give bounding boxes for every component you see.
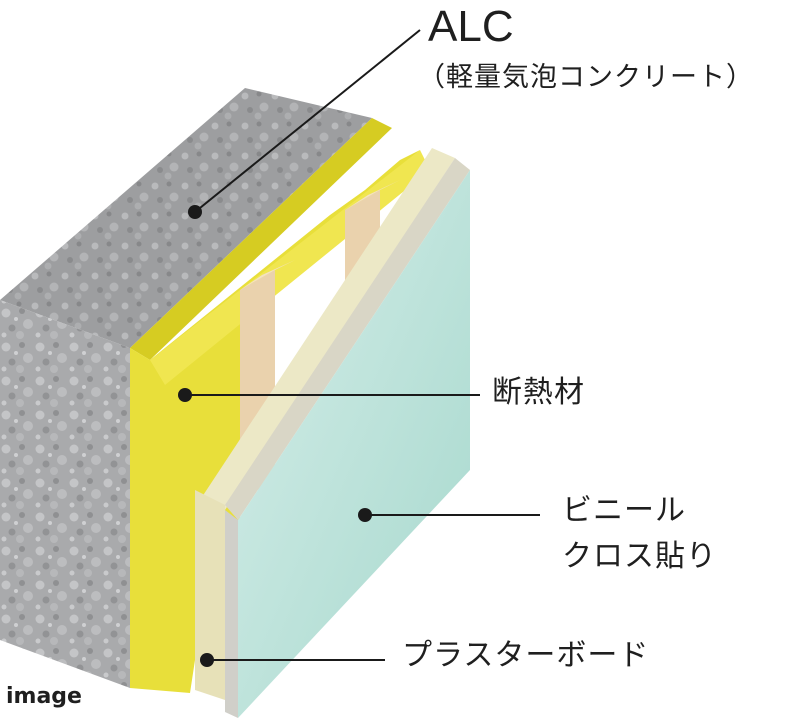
insulation-label: 断熱材 [492,375,585,410]
image-note: image [6,684,82,709]
plasterboard-edge [225,158,470,520]
leader-dot-vinyl [358,508,372,522]
vinyl-label-line2: クロス貼り [562,539,717,574]
insulation-top-edge [130,118,392,360]
leader-alc [194,29,421,213]
plasterboard-front [195,490,225,700]
leaders [178,29,540,667]
alc-block [0,88,372,688]
plasterboard-label: プラスターボード [402,638,650,673]
vinyl-label-line1: ビニール [562,493,686,528]
leader-dot-insulation [178,388,192,402]
plasterboard-layer [195,148,470,700]
alc-front-face [0,300,130,688]
plasterboard-face [200,148,455,510]
vinyl-cloth-face [238,170,470,718]
vinyl-cloth-edge [225,510,238,718]
alc-title: ALC [428,2,514,51]
vinyl-cloth-layer [225,170,470,718]
alc-subtitle: （軽量気泡コンクリート） [418,62,754,93]
leader-dot-plasterboard [200,653,214,667]
leader-dot-alc [188,205,202,219]
alc-top-face [0,88,372,348]
